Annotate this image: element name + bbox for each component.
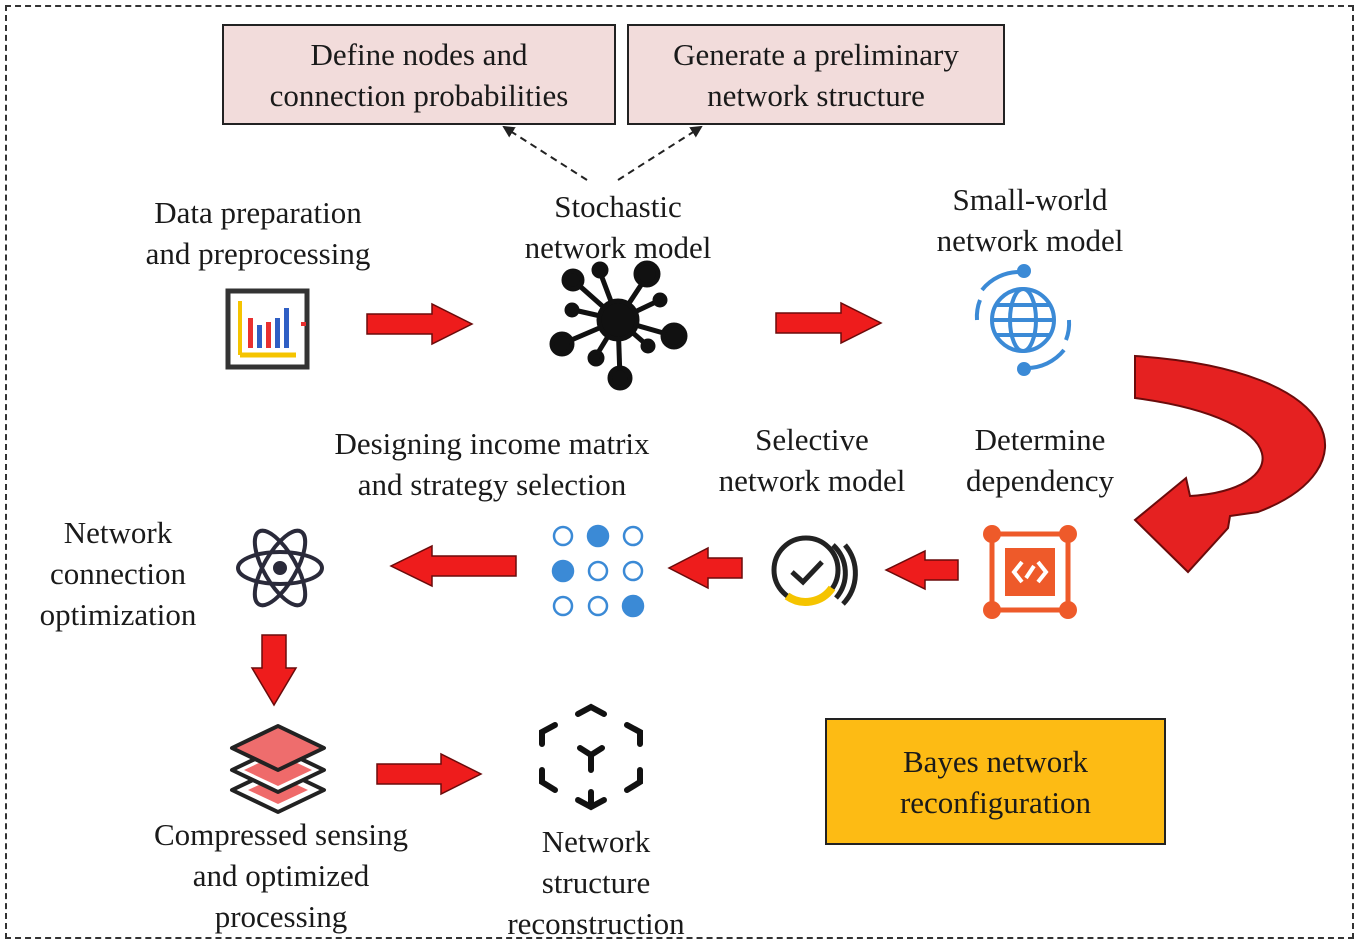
dashed-arrow-define [502, 125, 588, 181]
chart-icon [225, 288, 310, 370]
atom-icon [236, 528, 324, 608]
define-nodes-line1: Define nodes and [310, 36, 528, 72]
hub-network-icon [549, 260, 688, 391]
arrow-data-to-stochastic [366, 302, 474, 346]
arrow-curved-smallworld-to-dependency [1133, 354, 1327, 574]
preliminary-structure-box: Generate a preliminary network structure [627, 24, 1005, 125]
arrow-compressed-to-reconstruction [376, 752, 483, 796]
check-circle-icon [771, 535, 858, 606]
preliminary-line2: network structure [707, 77, 925, 113]
dashed-frame [5, 5, 1354, 939]
preliminary-line1: Generate a preliminary [673, 36, 959, 72]
arrow-stochastic-to-smallworld [775, 301, 883, 345]
cube-icon [539, 703, 643, 811]
arrow-connection-to-compressed [250, 634, 298, 707]
arrow-income-to-connection [389, 544, 517, 588]
arrow-selective-to-income [667, 546, 743, 590]
layers-icon [230, 724, 326, 814]
bayes-line2: reconfiguration [899, 784, 1092, 820]
bayes-line1: Bayes network [902, 743, 1089, 779]
dot-grid-icon [551, 524, 645, 618]
define-nodes-box: Define nodes and connection probabilitie… [222, 24, 616, 125]
arrow-dependency-to-selective [884, 549, 959, 591]
dependency-icon [983, 525, 1077, 619]
define-nodes-line2: connection probabilities [269, 77, 569, 113]
globe-icon [974, 264, 1072, 376]
bayes-box: Bayes network reconfiguration [825, 718, 1166, 845]
dashed-arrow-preliminary [617, 125, 703, 181]
